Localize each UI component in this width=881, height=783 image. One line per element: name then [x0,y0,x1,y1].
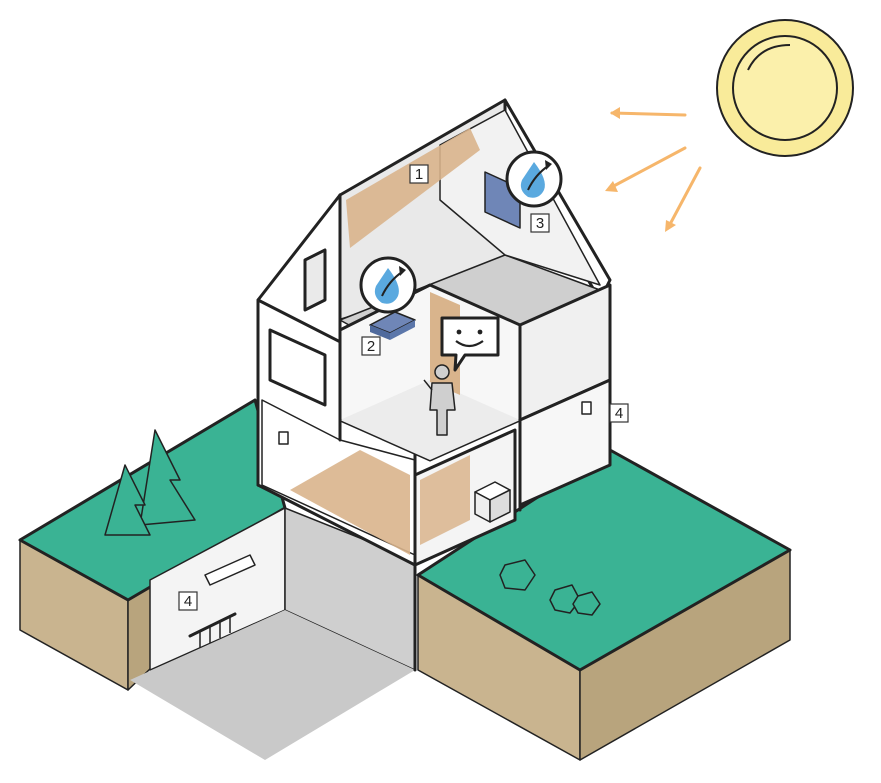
water-drop-icon-2 [359,256,417,314]
tree-icon [104,429,196,536]
label-2: 2 [361,336,381,356]
person-icon [423,364,456,436]
label-4-right: 4 [609,403,629,423]
smiley-face-icon [440,316,500,372]
water-drop-icon [505,150,563,208]
air-unit-2 [369,311,416,340]
label-4-basement: 4 [178,591,198,611]
svg-text:4: 4 [615,405,623,422]
label-3: 3 [530,213,550,233]
thermostat-icon [278,431,289,445]
svg-text:3: 3 [536,215,544,232]
boiler-box [474,481,511,523]
svg-text:2: 2 [367,338,375,355]
right-ground-block [416,448,792,761]
manifold-pipes [188,554,256,648]
svg-text:1: 1 [415,166,423,183]
svg-text:4: 4 [184,593,192,610]
thermostat-icon-2 [581,401,592,415]
sun-icon [716,19,854,157]
label-1: 1 [409,164,429,184]
bush-icon [499,559,601,616]
sun-rays [605,107,702,232]
